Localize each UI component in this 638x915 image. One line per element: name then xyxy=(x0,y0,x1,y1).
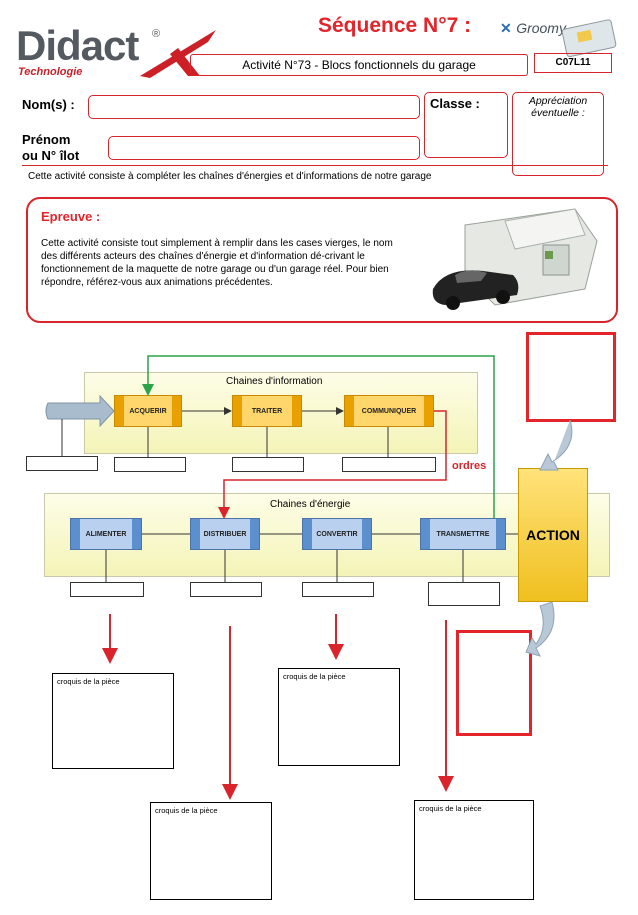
class-label: Classe : xyxy=(430,96,480,111)
sketch-box-convertir[interactable]: croquis de la pièce xyxy=(278,668,400,766)
logo-subtitle: Technologie xyxy=(18,66,83,78)
name-label: Nom(s) : xyxy=(22,97,75,112)
block-acquerir: ACQUERIR xyxy=(114,395,182,427)
firstname-label-line2: ou N° îlot xyxy=(22,148,80,163)
answer-box-transmettre[interactable] xyxy=(428,582,500,606)
information-chain-title: Chaines d'information xyxy=(226,376,323,387)
firstname-field[interactable] xyxy=(108,136,420,160)
block-traiter: TRAITER xyxy=(232,395,302,427)
block-communiquer: COMMUNIQUER xyxy=(344,395,434,427)
intro-text: Cette activité consiste à compléter les … xyxy=(28,171,432,182)
logo-didact: Didact xyxy=(16,22,139,69)
answer-box-alimenter[interactable] xyxy=(70,582,144,597)
firstname-label-line1: Prénom xyxy=(22,132,71,147)
sketch-box-distribuer[interactable]: croquis de la pièce xyxy=(150,802,272,900)
activity-title: Activité N°73 - Blocs fonctionnels du ga… xyxy=(190,54,528,76)
block-transmettre: TRANSMETTRE xyxy=(420,518,506,550)
orders-label: ordres xyxy=(452,460,487,472)
groomy-logo: ✕ Groomy xyxy=(500,20,600,46)
action-block: ACTION xyxy=(518,468,588,602)
answer-box-input-info[interactable] xyxy=(26,456,98,471)
circuit-board-icon xyxy=(561,19,617,58)
answer-box-traiter[interactable] xyxy=(232,457,304,472)
logo-registered-mark: ® xyxy=(152,28,161,40)
answer-box-acquerir[interactable] xyxy=(114,457,186,472)
appreciation-box[interactable]: Appréciation éventuelle : xyxy=(512,92,604,176)
garage-model-image xyxy=(432,208,598,310)
answer-square-matter-out[interactable] xyxy=(456,630,532,736)
epreuve-text: Cette activité consiste tout simplement … xyxy=(41,238,393,288)
groomy-icon: ✕ xyxy=(500,20,512,36)
sequence-title: Séquence N°7 : xyxy=(318,14,472,37)
logo-x-swoosh-icon xyxy=(140,30,216,78)
block-alimenter: ALIMENTER xyxy=(70,518,142,550)
epreuve-title: Epreuve : xyxy=(41,209,101,224)
activity-code: C07L11 xyxy=(534,53,612,73)
separator-line xyxy=(22,165,608,166)
class-field[interactable] xyxy=(424,92,508,158)
answer-box-convertir[interactable] xyxy=(302,582,374,597)
block-convertir: CONVERTIR xyxy=(302,518,372,550)
sketch-box-alimenter[interactable]: croquis de la pièce xyxy=(52,673,174,769)
block-distribuer: DISTRIBUER xyxy=(190,518,260,550)
sketch-box-transmettre[interactable]: croquis de la pièce xyxy=(414,800,534,900)
epreuve-box xyxy=(26,197,618,323)
groomy-brand: Groomy xyxy=(516,20,566,36)
answer-box-communiquer[interactable] xyxy=(342,457,436,472)
answer-box-distribuer[interactable] xyxy=(190,582,262,597)
name-field[interactable] xyxy=(88,95,420,119)
energy-chain-title: Chaines d'énergie xyxy=(270,499,351,510)
answer-square-matter-in[interactable] xyxy=(526,332,616,422)
